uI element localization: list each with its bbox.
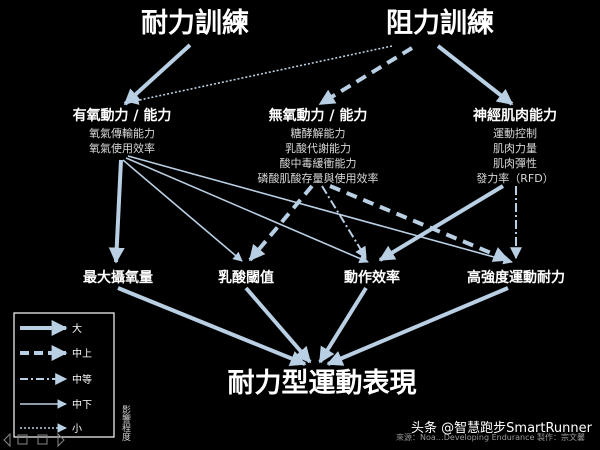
node-lactate-threshold: 乳酸閾值: [218, 269, 274, 286]
anaerobic-title: 無氧動力 / 能力: [269, 107, 368, 124]
node-anaerobic: 無氧動力 / 能力 糖酵解能力 乳酸代謝能力 酸中毒緩衝能力 磷酸肌酸存量與使用…: [258, 107, 379, 185]
anaerobic-item: 酸中毒緩衝能力: [280, 156, 357, 170]
legend-label: 大: [72, 322, 82, 335]
edge-vo2max-outcome: [117, 286, 307, 366]
edge-endurance-aerobic: [123, 43, 192, 106]
next-icon[interactable]: [57, 432, 65, 448]
edge-aerobic-lactate: [122, 159, 243, 262]
legend-label: 中上: [72, 347, 92, 360]
prev-icon[interactable]: [3, 432, 11, 448]
node-endurance-training: 耐力訓練: [141, 7, 249, 39]
edge-resistance-anaerobic: [318, 46, 414, 106]
neuromuscular-item: 肌肉力量: [493, 142, 537, 155]
edge-resistance-neuromuscular: [436, 44, 514, 106]
legend-label: 中等: [72, 373, 92, 386]
node-aerobic: 有氧動力 / 能力 氧氣傳輸能力 氧氣使用效率: [73, 107, 172, 155]
legend-title: 影響程度: [120, 405, 131, 442]
edge-aerobic-vo2max: [108, 159, 125, 264]
edge-resistance-aerobic: [129, 45, 393, 105]
edge-lactate-outcome: [244, 286, 312, 364]
edge-anaerobic-lactate: [248, 184, 314, 262]
neuromuscular-item: 運動控制: [493, 126, 537, 140]
edge-anaerobic-highint: [329, 184, 510, 262]
neuromuscular-item: 肌肉彈性: [493, 156, 537, 170]
node-vo2max: 最大攝氧量: [83, 269, 153, 286]
node-resistance-training: 阻力訓練: [386, 7, 494, 39]
edge-aerobic-efficiency: [125, 157, 369, 263]
anaerobic-item: 糖酵解能力: [291, 126, 346, 140]
aerobic-item: 氧氣使用效率: [89, 141, 155, 155]
aerobic-item: 氧氣傳輸能力: [89, 126, 155, 140]
legend: 大 中上 中等 中下 小 影響程度: [13, 312, 131, 442]
edge-anaerobic-efficiency: [321, 185, 367, 260]
watermark: 头条 @智慧跑步SmartRunner: [411, 420, 593, 436]
edge-highint-outcome: [326, 286, 509, 366]
edge-efficiency-outcome: [318, 286, 368, 364]
nav-controls[interactable]: [3, 432, 65, 448]
edge-aerobic-highint: [127, 155, 513, 265]
page-icon[interactable]: [17, 434, 28, 445]
neuromuscular-title: 神經肌肉能力: [473, 107, 557, 124]
node-neuromuscular: 神經肌肉能力 運動控制 肌肉力量 肌肉彈性 發力率（RFD）: [473, 107, 557, 185]
legend-label: 中下: [72, 398, 92, 411]
edges: [108, 43, 522, 366]
anaerobic-item: 磷酸肌酸存量與使用效率: [258, 171, 379, 185]
node-movement-efficiency: 動作效率: [344, 269, 400, 286]
page-icon[interactable]: [37, 434, 48, 445]
node-high-intensity-endurance: 高強度運動耐力: [467, 269, 565, 286]
node-endurance-performance: 耐力型運動表現: [228, 368, 417, 399]
neuromuscular-item: 發力率（RFD）: [476, 171, 553, 185]
edge-neuro-efficiency: [378, 184, 505, 262]
source-credit: 來源：Noa…Developing Endurance 製作：宗文馨: [396, 432, 585, 442]
legend-box: [13, 312, 115, 438]
aerobic-title: 有氧動力 / 能力: [73, 107, 172, 124]
legend-label: 小: [72, 423, 82, 435]
anaerobic-item: 乳酸代謝能力: [285, 141, 351, 155]
